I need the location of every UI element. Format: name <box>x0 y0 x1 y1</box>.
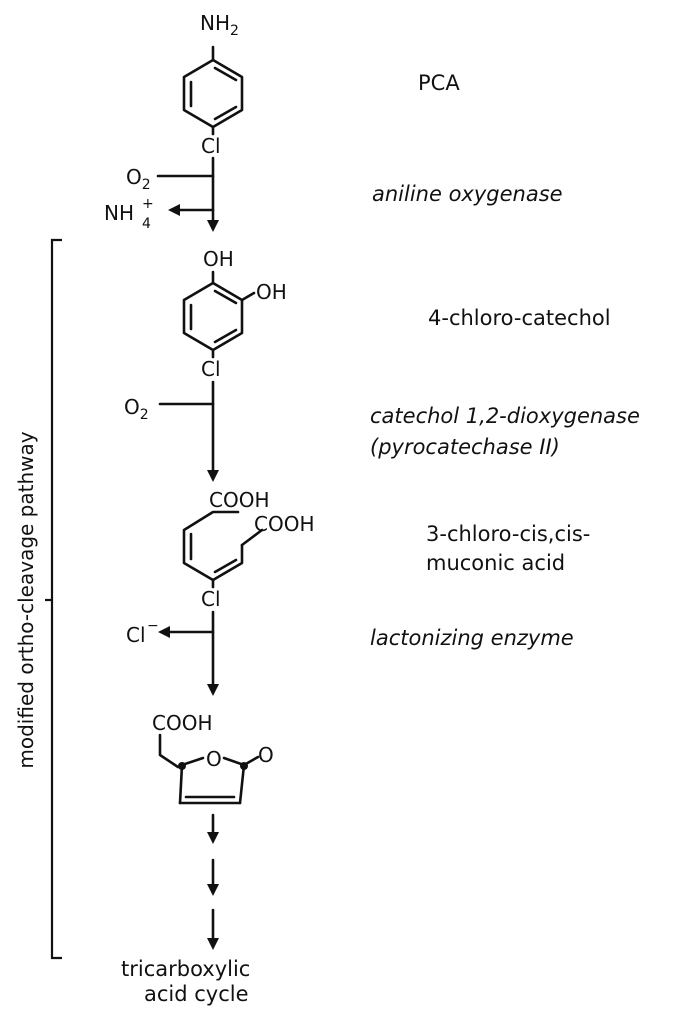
hydroxyl-label-1: OH <box>203 247 234 271</box>
ring-bond <box>238 763 246 805</box>
oxygen-input-label: O2 <box>124 395 149 423</box>
pathway-label: modified ortho-cleavage pathway <box>14 431 38 768</box>
carboxyl-label-2: COOH <box>254 512 315 536</box>
reaction-arrow-3 <box>158 610 219 696</box>
carboxyl-label: COOH <box>152 711 213 735</box>
ring-bond <box>180 756 205 767</box>
enzyme-dioxygenase-line1: catechol 1,2-dioxygenase <box>370 404 640 428</box>
lactone-structure <box>158 733 260 805</box>
muconic-acid-name-line1: 3-chloro-cis,cis- <box>426 522 590 546</box>
stereocenter-dot <box>240 762 248 770</box>
ammonium-subscript: 4 <box>142 216 151 232</box>
muconic-acid-name-line2: muconic acid <box>426 551 565 575</box>
oxygen-input-label: O2 <box>126 165 151 193</box>
reaction-arrow-1 <box>156 156 219 232</box>
double-bond <box>213 558 238 574</box>
enzyme-dioxygenase-line2: (pyrocatechase II) <box>370 435 560 459</box>
carbon-chain <box>182 510 244 582</box>
carboxyl-label-1: COOH <box>209 488 270 512</box>
benzene-ring <box>182 281 244 352</box>
ammonium-output-label: NH <box>104 201 134 225</box>
ammonium-charge: + <box>142 196 154 212</box>
bond <box>240 528 264 547</box>
chlorocatechol-structure <box>182 270 256 359</box>
enzyme-lactonizing: lactonizing enzyme <box>370 626 574 650</box>
chloride-charge: − <box>147 618 159 634</box>
double-bond <box>213 328 238 344</box>
benzene-ring <box>182 58 244 129</box>
double-bond <box>213 66 238 82</box>
chlorine-label: Cl <box>201 357 221 381</box>
stereocenter-dot <box>178 762 186 770</box>
reaction-arrow-2 <box>158 380 219 482</box>
hydroxyl-label-2: OH <box>256 280 287 304</box>
pca-structure <box>182 45 244 136</box>
bond <box>240 291 256 302</box>
keto-oxygen-label: O <box>258 743 274 767</box>
side-chain <box>158 733 180 769</box>
chlorine-label: Cl <box>201 587 221 611</box>
ring-oxygen-label: O <box>206 747 222 771</box>
double-bond <box>213 105 238 121</box>
tca-cycle-line1: tricarboxylic <box>121 957 250 981</box>
chloride-output-label: Cl <box>126 623 146 647</box>
chlorocatechol-name: 4-chloro-catechol <box>428 306 611 330</box>
pathway-bracket <box>45 238 62 960</box>
amino-group-label: NH2 <box>200 11 239 39</box>
muconic-acid-structure <box>182 510 264 589</box>
ring-bond <box>178 763 184 805</box>
chlorine-label: Cl <box>201 134 221 158</box>
tca-cycle-line2: acid cycle <box>144 982 249 1006</box>
double-bond <box>213 289 238 305</box>
pca-name: PCA <box>418 71 460 95</box>
reaction-arrow-4-multistep <box>207 813 219 950</box>
enzyme-aniline-oxygenase: aniline oxygenase <box>372 182 563 206</box>
